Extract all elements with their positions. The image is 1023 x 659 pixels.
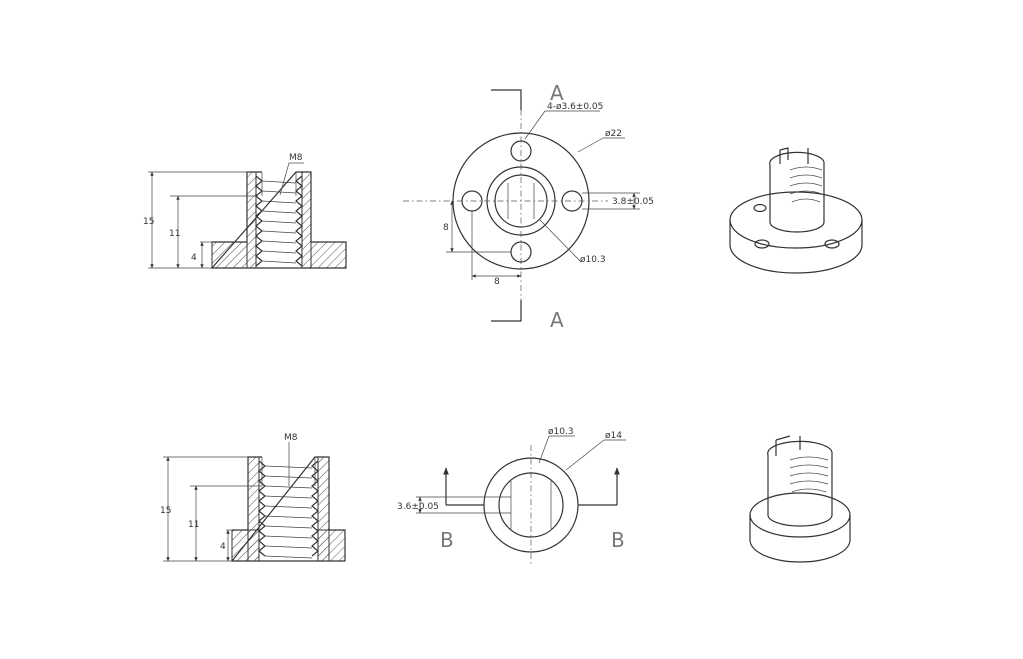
thread-zigzag <box>311 460 319 557</box>
bottom-front-view: B B ø10.3 ø14 3.6±0.05 <box>397 427 626 565</box>
thread-crest-line <box>264 475 313 479</box>
iso-thread-top <box>789 166 823 203</box>
thread-crest-line <box>261 260 297 264</box>
thread-crest-line <box>264 465 313 469</box>
slot-width-label: 3.6±0.05 <box>397 502 439 512</box>
thread-crest-line <box>264 515 313 519</box>
section-label-bottom: A <box>550 308 564 332</box>
section-label-left: B <box>440 528 454 552</box>
hole-offset-y: 8 <box>443 223 449 233</box>
thread-crest-line <box>264 545 313 549</box>
flange-right-section <box>310 241 347 269</box>
hole-offset-x: 8 <box>494 277 500 287</box>
thread-zigzag <box>258 460 266 557</box>
slot-width-label: 3.8±0.05 <box>612 197 654 207</box>
thread-profile <box>255 175 303 267</box>
thread-crest-line <box>261 240 297 244</box>
thread-profile <box>258 460 319 559</box>
holes-label: 4-ø3.6±0.05 <box>547 102 603 112</box>
bottom-side-section-view: 15 11 4 M8 <box>160 433 346 562</box>
flange-body <box>729 220 863 274</box>
thread-crest-line <box>261 230 297 234</box>
outer-dia-label: ø14 <box>605 431 622 441</box>
thread-crest-line <box>264 495 313 499</box>
outer-dia-label: ø22 <box>605 129 622 139</box>
bottom-isometric-view <box>749 435 851 563</box>
flange-top-face <box>749 492 851 538</box>
dim-flange-height: 4 <box>191 253 197 263</box>
thread-zigzag <box>295 175 303 267</box>
thread-crest-line <box>264 485 313 489</box>
thread-crest-line <box>264 505 313 509</box>
thread-crest-line <box>261 180 297 184</box>
bore-dia-label: ø10.3 <box>548 427 574 437</box>
dim-flange-height: 4 <box>220 542 226 552</box>
flange-body <box>749 515 851 563</box>
thread-label: M8 <box>289 153 303 163</box>
thread-zigzag <box>255 175 263 267</box>
section-label-top: A <box>550 81 564 105</box>
thread-crest-line <box>261 220 297 224</box>
dim-thread-height: 11 <box>169 229 180 239</box>
dim-total-height: 15 <box>143 217 154 227</box>
dim-thread-height: 11 <box>188 520 199 530</box>
thread-crest-line <box>264 555 313 559</box>
flange-left-section <box>211 241 248 269</box>
iso-thread-bottom <box>789 456 829 493</box>
thread-crest-line <box>261 200 297 204</box>
top-front-view: A A 4-ø3.6±0.05 ø22 ø10.3 3.8±0.05 8 8 <box>403 81 654 332</box>
thread-crest-line <box>264 525 313 529</box>
thread-crest-line <box>261 250 297 254</box>
thread-crest-line <box>261 210 297 214</box>
top-side-section-view: 15 11 4 M8 <box>143 153 347 269</box>
sleeve-right-wall <box>301 171 312 269</box>
top-isometric-view <box>729 147 863 274</box>
thread-crest-line <box>264 535 313 539</box>
section-label-right: B <box>611 528 625 552</box>
dim-total-height: 15 <box>160 506 171 516</box>
thread-label: M8 <box>284 433 298 443</box>
bore-dia-label: ø10.3 <box>580 255 606 265</box>
